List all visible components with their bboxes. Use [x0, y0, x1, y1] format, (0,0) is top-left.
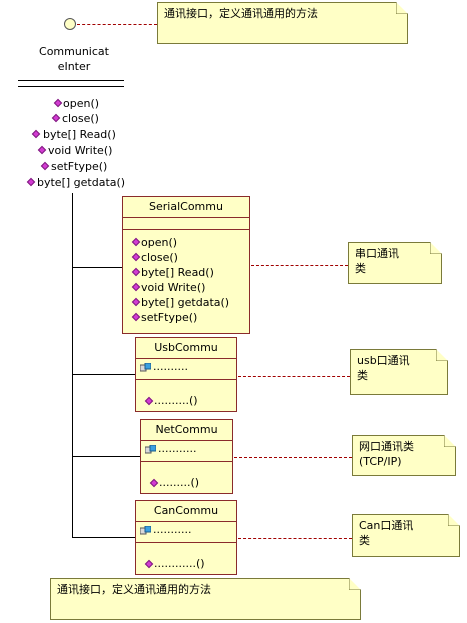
class-netcommu-operations: .........() — [141, 462, 232, 495]
usb-note-connector — [238, 376, 350, 377]
usb-operation[interactable]: ..........() — [154, 394, 198, 407]
attribute-key-icon — [145, 445, 156, 454]
net-operation[interactable]: .........() — [159, 476, 200, 489]
class-cancommu-attributes: ........... — [136, 522, 236, 543]
note-bottom-fold — [349, 578, 361, 590]
attribute-key-icon — [140, 363, 151, 372]
serial-op-setftype[interactable]: setFtype() — [141, 311, 198, 324]
class-cancommu-operations: ............() — [136, 543, 236, 576]
interface-op-write[interactable]: void Write() — [48, 144, 113, 157]
class-netcommu[interactable]: NetCommu ........... .........() — [140, 419, 233, 494]
operation-icon — [144, 396, 154, 406]
operation-icon — [53, 98, 63, 108]
interface-rule-2 — [18, 86, 124, 87]
class-cancommu-name: CanCommu — [136, 501, 236, 522]
note-serial[interactable]: 串口通讯 类 — [348, 242, 442, 284]
serial-op-open[interactable]: open() — [141, 236, 178, 249]
interface-op-close[interactable]: close() — [62, 112, 99, 125]
realization-branch-net — [72, 456, 140, 457]
can-attribute[interactable]: ........... — [153, 523, 192, 536]
note-usb[interactable]: usb口通讯 类 — [350, 349, 448, 395]
serial-op-close[interactable]: close() — [141, 251, 178, 264]
note-can-fold — [448, 514, 460, 526]
interface-op-read[interactable]: byte[] Read() — [43, 128, 116, 141]
operation-icon — [51, 113, 61, 123]
operation-icon — [37, 145, 47, 155]
interface-op-open[interactable]: open() — [63, 97, 100, 110]
note-top-text: 通讯接口，定义通讯通用的方法 — [164, 7, 318, 20]
interface-name[interactable]: Communicat eInter — [24, 44, 124, 74]
interface-op-getdata[interactable]: byte[] getdata() — [37, 176, 126, 189]
usb-attribute[interactable]: .......... — [153, 360, 188, 373]
interface-rule-1 — [18, 80, 124, 81]
serial-op-read[interactable]: byte[] Read() — [141, 266, 214, 279]
realization-branch-serial — [72, 267, 122, 268]
class-cancommu[interactable]: CanCommu ........... ............() — [135, 500, 237, 575]
operation-icon — [131, 282, 141, 292]
note-can-line2: 类 — [359, 534, 370, 547]
class-usbcommu-name: UsbCommu — [136, 338, 236, 359]
class-usbcommu-operations: ..........() — [136, 380, 236, 413]
attribute-key-icon — [140, 526, 151, 535]
operation-icon — [131, 312, 141, 322]
class-serialcommu-attributes — [123, 218, 249, 230]
realization-branch-usb — [72, 374, 135, 375]
operation-icon — [131, 237, 141, 247]
note-net-fold — [444, 435, 456, 447]
operation-icon — [131, 297, 141, 307]
operation-icon — [26, 177, 36, 187]
net-attribute[interactable]: ........... — [158, 442, 197, 455]
serial-op-getdata[interactable]: byte[] getdata() — [141, 296, 230, 309]
interface-name-line1: Communicat — [39, 45, 109, 58]
note-serial-fold — [430, 242, 442, 254]
note-serial-line1: 串口通讯 — [355, 247, 399, 260]
realization-trunk — [72, 193, 73, 538]
note-serial-line2: 类 — [355, 262, 366, 275]
note-net-line2: (TCP/IP) — [359, 455, 402, 468]
interface-lollipop-icon — [64, 18, 76, 30]
interface-name-line2: eInter — [57, 60, 91, 73]
note-usb-line1: usb口通讯 — [357, 354, 410, 367]
note-top-fold — [396, 2, 408, 14]
note-usb-fold — [436, 349, 448, 361]
interface-op-setftype[interactable]: setFtype() — [51, 160, 108, 173]
operation-icon — [131, 267, 141, 277]
note-can-line1: Can口通讯 — [359, 519, 414, 532]
note-usb-line2: 类 — [357, 369, 368, 382]
operation-icon — [131, 252, 141, 262]
note-bottom-text: 通讯接口，定义通讯通用的方法 — [57, 583, 211, 596]
can-note-connector — [238, 538, 352, 539]
note-top[interactable]: 通讯接口，定义通讯通用的方法 — [157, 2, 408, 44]
class-netcommu-name: NetCommu — [141, 420, 232, 441]
serial-op-write[interactable]: void Write() — [141, 281, 206, 294]
serial-note-connector — [251, 265, 348, 266]
net-note-connector — [234, 457, 352, 458]
class-serialcommu-name: SerialCommu — [123, 197, 249, 218]
note-net-line1: 网口通讯类 — [359, 440, 414, 453]
class-serialcommu[interactable]: SerialCommu open() close() byte[] Read()… — [122, 196, 250, 334]
class-usbcommu[interactable]: UsbCommu .......... ..........() — [135, 337, 237, 412]
class-serialcommu-operations: open() close() byte[] Read() void Write(… — [123, 230, 249, 325]
class-netcommu-attributes: ........... — [141, 441, 232, 462]
operation-icon — [31, 129, 41, 139]
realization-branch-can — [72, 537, 135, 538]
operation-icon — [40, 161, 50, 171]
operation-icon — [144, 559, 154, 569]
note-net[interactable]: 网口通讯类 (TCP/IP) — [352, 435, 456, 476]
note-can[interactable]: Can口通讯 类 — [352, 514, 460, 557]
class-usbcommu-attributes: .......... — [136, 359, 236, 380]
interface-note-connector — [77, 24, 157, 25]
note-bottom[interactable]: 通讯接口，定义通讯通用的方法 — [50, 578, 361, 620]
can-operation[interactable]: ............() — [154, 557, 205, 570]
operation-icon — [149, 478, 159, 488]
